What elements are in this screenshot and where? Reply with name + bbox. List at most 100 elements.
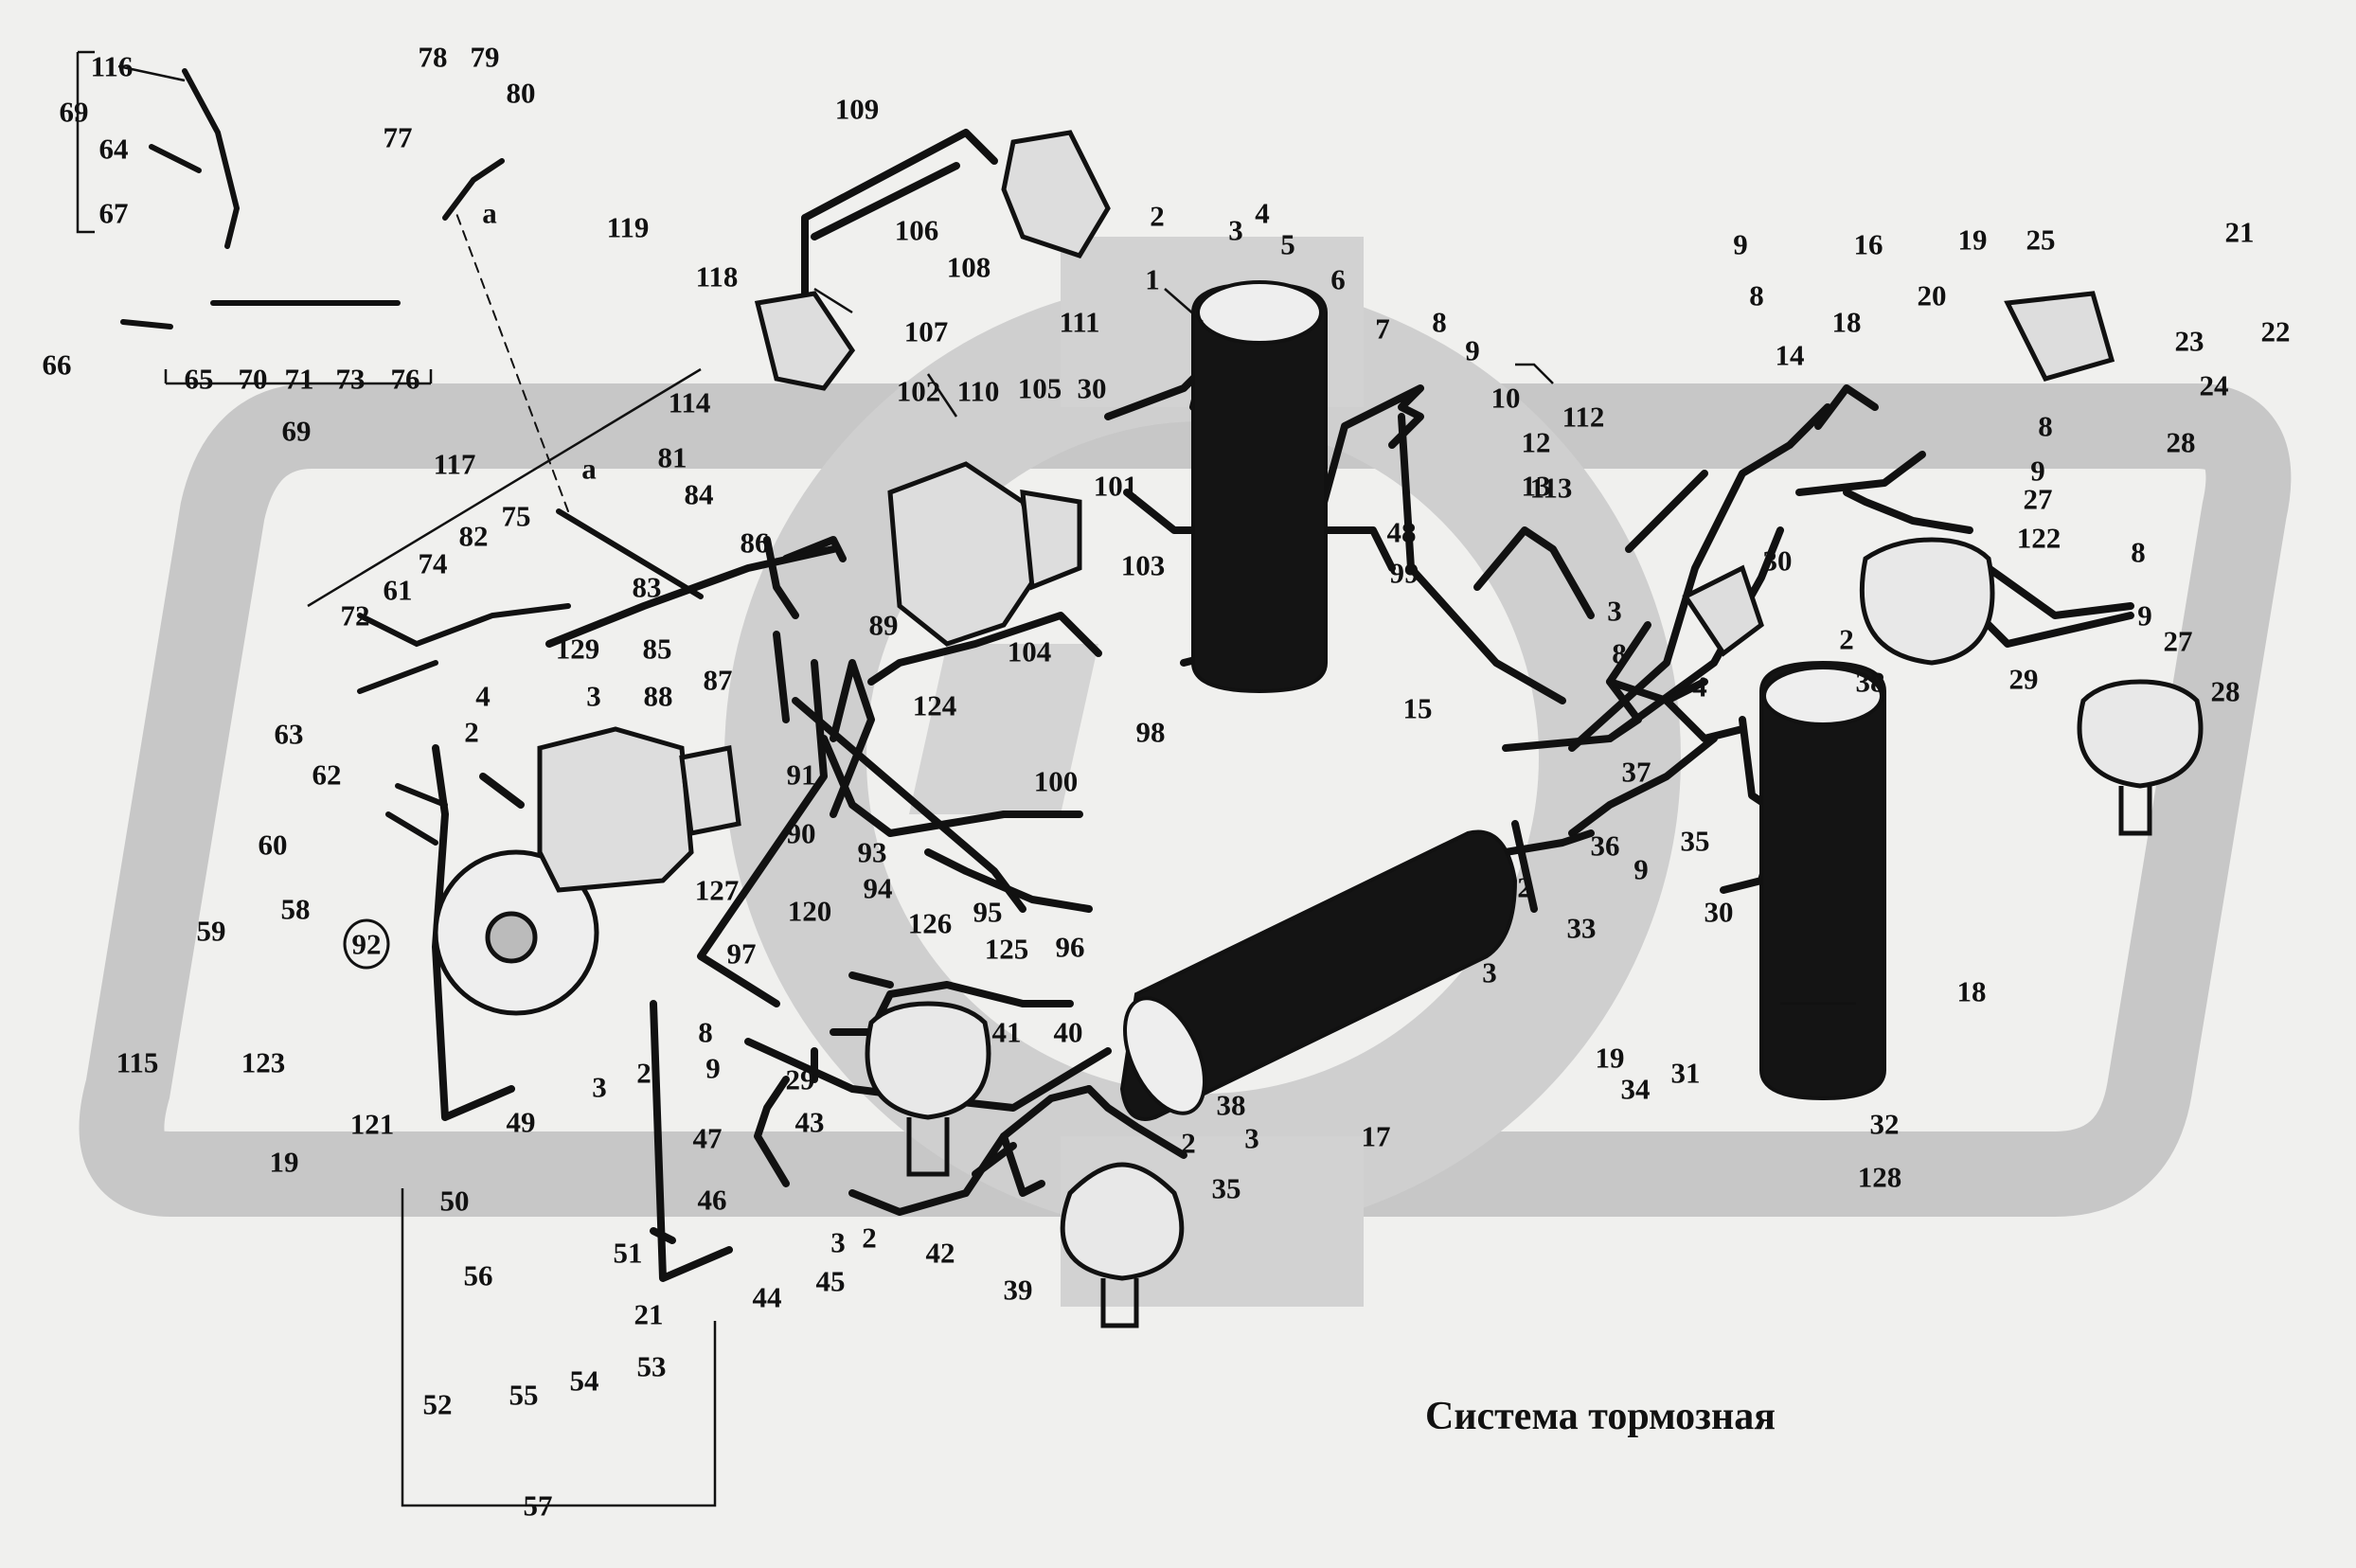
callout-label: 19 <box>269 1145 299 1179</box>
callout-label: 2 <box>862 1221 877 1255</box>
callout-label: a <box>482 196 497 230</box>
callout-label: 43 <box>794 1105 825 1139</box>
callout-label: 126 <box>907 906 953 940</box>
callout-label: 56 <box>463 1258 493 1292</box>
callout-label: 3 <box>1482 955 1497 989</box>
callout-label: 3 <box>1228 213 1243 247</box>
callout-label: 103 <box>1120 548 1166 582</box>
callout-label: 97 <box>726 936 757 971</box>
callout-label: 67 <box>98 196 129 230</box>
callout-label: 128 <box>1857 1160 1902 1194</box>
callout-label: 34 <box>1620 1072 1651 1106</box>
callout-label: 122 <box>2016 521 2062 555</box>
callout-label: 9 <box>1633 852 1649 886</box>
callout-label: 35 <box>1211 1171 1241 1205</box>
callout-label: 30 <box>1077 371 1107 405</box>
callout-label-circled: 92 <box>343 918 390 970</box>
callout-label: 21 <box>2224 215 2255 249</box>
callout-label: 3 <box>830 1225 846 1259</box>
callout-label: 12 <box>1521 425 1551 459</box>
callout-label: 123 <box>241 1045 286 1079</box>
callout-label: 69 <box>281 414 312 448</box>
callout-label: 45 <box>815 1264 846 1298</box>
callout-label: 29 <box>2008 662 2039 696</box>
callout-label: 127 <box>694 873 740 907</box>
callout-label: 83 <box>632 570 662 604</box>
callout-label: 47 <box>692 1121 723 1155</box>
callout-label: 70 <box>238 362 268 396</box>
callout-label: 108 <box>946 250 991 284</box>
callout-label: 30 <box>1704 895 1734 929</box>
callout-label: 2 <box>1181 1126 1196 1160</box>
callout-label: 46 <box>697 1183 727 1217</box>
callout-label: 27 <box>2163 624 2193 658</box>
callout-label: 114 <box>668 385 711 419</box>
callout-label: 38 <box>1855 665 1885 699</box>
callout-label: 129 <box>555 632 600 666</box>
callout-label: 84 <box>684 477 714 511</box>
callout-label: 80 <box>506 76 536 110</box>
callout-label: 8 <box>698 1015 713 1049</box>
callout-label: 39 <box>1003 1273 1033 1307</box>
callout-label: 31 <box>1670 1056 1701 1090</box>
callout-label: 41 <box>991 1015 1022 1049</box>
callout-label: 8 <box>2131 535 2146 569</box>
callout-label: 9 <box>1465 333 1480 367</box>
callout-label: 73 <box>335 362 366 396</box>
callout-label: 33 <box>1566 911 1597 945</box>
callout-label: 96 <box>1055 930 1085 964</box>
callout-label: 57 <box>523 1488 553 1523</box>
callout-label: 28 <box>2210 674 2240 708</box>
callout-label: 38 <box>1216 1088 1246 1122</box>
callout-label: 18 <box>1956 974 1987 1008</box>
diagram-title: Система тормозная <box>1425 1395 1776 1438</box>
brake-chambers <box>865 537 2204 1328</box>
callout-label: 9 <box>705 1051 721 1085</box>
callout-label: 3 <box>1607 594 1622 628</box>
callout-label: 21 <box>634 1297 664 1331</box>
compressor-and-valves <box>433 130 2115 1016</box>
callout-label: 3 <box>1244 1121 1259 1155</box>
callout-label: 30 <box>1762 543 1793 578</box>
callout-label: 99 <box>1389 556 1419 590</box>
callout-label: 8 <box>1432 305 1447 339</box>
callout-label: 50 <box>439 1184 470 1218</box>
callout-label: 109 <box>834 92 880 126</box>
callout-label: 25 <box>2026 223 2056 257</box>
callout-label: 63 <box>274 717 304 751</box>
callout-label: 85 <box>642 632 672 666</box>
callout-label: 95 <box>973 895 1003 929</box>
callout-label: 93 <box>857 835 887 869</box>
callout-label: 118 <box>695 259 739 294</box>
callout-label: 101 <box>1093 469 1138 503</box>
callout-label: 86 <box>740 526 770 560</box>
callout-label: 62 <box>312 757 342 792</box>
callout-label: 75 <box>501 499 531 533</box>
callout-label: 89 <box>868 608 899 642</box>
callout-label: 65 <box>184 362 214 396</box>
callout-label: 61 <box>383 573 413 607</box>
callout-label: 20 <box>1917 278 1947 312</box>
callout-label: 8 <box>2038 409 2053 443</box>
callout-label: 78 <box>418 40 448 74</box>
callout-label: 3 <box>592 1070 607 1104</box>
callout-label: 22 <box>2260 314 2291 348</box>
callout-label: 64 <box>98 132 129 166</box>
callout-label: 37 <box>1621 755 1651 789</box>
callout-label: 2 <box>1839 622 1854 656</box>
callout-label: 111 <box>1059 305 1100 339</box>
callout-label: 9 <box>2030 454 2045 488</box>
callout-label: 91 <box>786 757 816 792</box>
callout-label: 17 <box>1361 1119 1391 1153</box>
callout-label: 102 <box>896 374 941 408</box>
callout-label: 88 <box>643 679 673 713</box>
callout-label: 60 <box>258 828 288 862</box>
callout-label: 35 <box>1680 824 1710 858</box>
callout-label: 116 <box>90 49 134 83</box>
callout-label: 6 <box>1330 262 1346 296</box>
callout-label: 52 <box>422 1387 453 1421</box>
callout-label: 40 <box>1053 1015 1083 1049</box>
callout-label: 4 <box>1692 669 1707 704</box>
callout-label: 117 <box>433 447 476 481</box>
